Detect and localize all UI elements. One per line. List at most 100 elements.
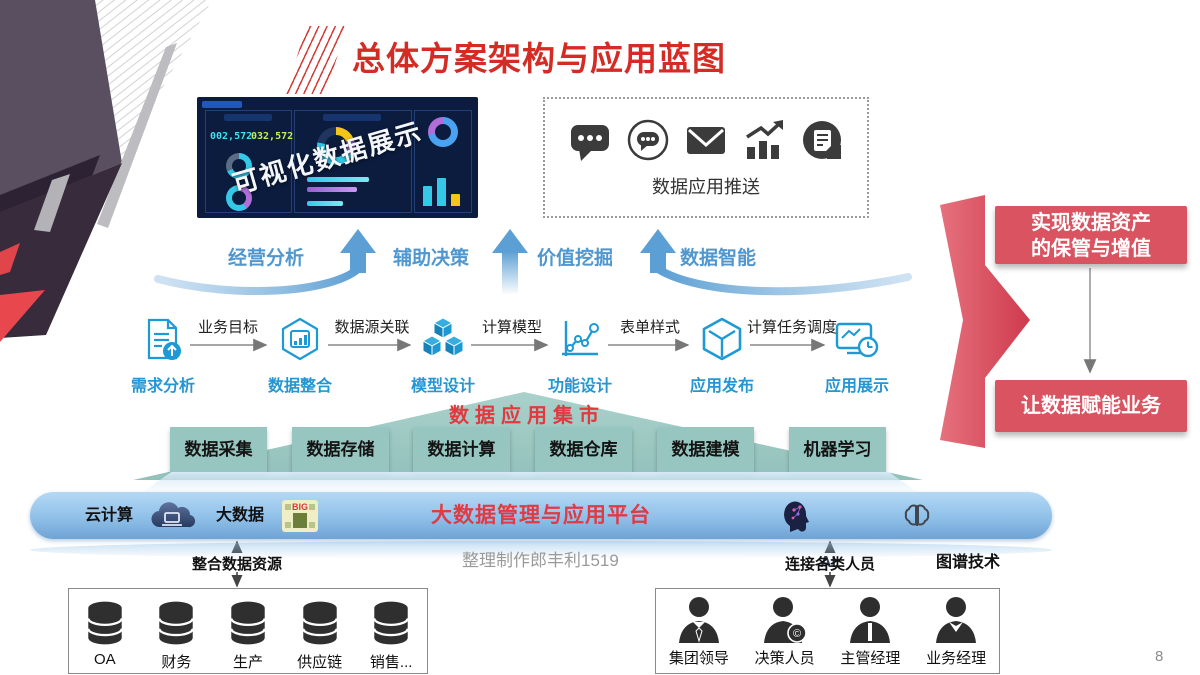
source-item: 生产 — [224, 597, 272, 672]
outcome-label: 经营分析 — [228, 248, 305, 269]
sources-connector-label: 整合数据资源 — [191, 556, 282, 573]
dashboard-metric-left: 002,572 — [210, 131, 253, 142]
function-chart-icon — [562, 321, 599, 356]
module-box: 数据仓库 — [535, 427, 632, 472]
flow-step-model: 模型设计 — [398, 316, 488, 396]
flow-step-integration: 数据整合 — [255, 316, 345, 396]
platform-title: 大数据管理与应用平台 — [431, 504, 651, 527]
platform-reflection — [30, 541, 1052, 559]
source-label: 销售... — [369, 654, 413, 671]
flow-step-requirement: 需求分析 — [118, 316, 208, 396]
person-item: 主管经理 — [840, 595, 900, 668]
bar — [307, 187, 357, 192]
push-panel-label: 数据应用推送 — [652, 177, 760, 197]
transition-label: 计算任务调度 — [746, 319, 838, 336]
source-label: 供应链 — [297, 654, 343, 671]
data-push-panel: 数据应用推送 — [543, 97, 869, 218]
person-label: 决策人员 — [754, 650, 815, 667]
svg-text:©: © — [793, 628, 801, 640]
dashboard-topbar — [202, 101, 242, 108]
module-box: 数据存储 — [292, 427, 389, 472]
database-icon — [86, 601, 123, 645]
sms-icon — [571, 125, 609, 161]
donut-chart — [226, 185, 252, 211]
person-manager-icon — [850, 597, 891, 643]
ai-head-icon — [784, 501, 809, 532]
transition-label: 业务目标 — [197, 319, 259, 336]
source-label: OA — [93, 651, 116, 668]
data-integration-icon — [281, 317, 319, 361]
cloud-label: 云计算 — [85, 507, 134, 524]
goal-chevron-arrow — [940, 195, 1030, 448]
market-glow — [140, 472, 920, 494]
person-item: 业务经理 — [926, 595, 986, 668]
app-display-icon — [835, 322, 879, 358]
person-item: © 决策人员 — [755, 595, 815, 668]
flow-step-label: 功能设计 — [547, 378, 612, 395]
donut-chart — [317, 127, 355, 165]
bar — [451, 194, 460, 206]
flow-step-label: 应用发布 — [689, 378, 754, 395]
source-label: 生产 — [232, 654, 263, 671]
people-panel: 集团领导 © 决策人员 主管经理 业务经理 — [655, 588, 1000, 674]
model-cubes-icon — [421, 317, 465, 357]
goal-box-2: 让数据赋能业务 — [995, 380, 1187, 432]
flow-step-function: 功能设计 — [535, 316, 625, 396]
flow-step-label: 需求分析 — [130, 378, 195, 395]
source-label: 财务 — [161, 654, 192, 671]
person-label: 业务经理 — [926, 650, 987, 667]
database-icon — [301, 601, 338, 645]
market-title: 数据应用集市 — [449, 405, 605, 427]
source-item: 供应链 — [296, 597, 344, 672]
person-label: 主管经理 — [840, 650, 901, 667]
dashboard-panel-left: 002,572 032,572 — [205, 110, 294, 213]
dashboard-panel-right — [414, 110, 472, 213]
database-icon — [158, 601, 195, 645]
module-box: 数据计算 — [413, 427, 510, 472]
flow-step-publish: 应用发布 — [677, 316, 767, 396]
goal-box-1: 实现数据资产 的保管与增值 — [995, 206, 1187, 264]
goal-box-1-line2: 的保管与增值 — [1031, 238, 1151, 260]
transition-label: 数据源关联 — [334, 319, 410, 336]
goal-box-1-line1: 实现数据资产 — [1031, 212, 1151, 234]
data-sources-panel: OA 财务 生产 供应链 — [68, 588, 428, 674]
dashboard-metric-right: 032,572 — [251, 131, 294, 142]
bar — [437, 178, 446, 206]
bigdata-label: 大数据 — [216, 507, 265, 524]
module-box: 机器学习 — [789, 427, 886, 472]
flow-step-label: 数据整合 — [267, 378, 332, 395]
bigdata-icon: BIG — [282, 500, 318, 532]
bar — [423, 186, 432, 206]
transition-label: 计算模型 — [481, 319, 543, 336]
source-item: 销售... — [367, 597, 415, 672]
module-box: 数据采集 — [170, 427, 267, 472]
svg-text:BIG: BIG — [292, 502, 308, 512]
page-number: 8 — [1155, 648, 1164, 665]
chat-bubble-icon — [627, 119, 669, 161]
person-label: 集团领导 — [668, 650, 729, 667]
people-connector-label: 连接各类人员 — [784, 556, 875, 573]
app-publish-icon — [702, 317, 742, 361]
source-item: 财务 — [152, 597, 200, 672]
page-title: 总体方案架构与应用蓝图 — [352, 40, 726, 77]
bar — [307, 201, 343, 206]
dashboard-preview: 002,572 032,572 可视化数据展示 — [197, 97, 478, 218]
title-hatch-decoration — [285, 26, 347, 94]
database-icon — [373, 601, 410, 645]
flow-step-label: 应用展示 — [824, 378, 889, 395]
outcome-label: 数据智能 — [680, 248, 757, 269]
cloud-computing-icon — [151, 502, 196, 528]
person-leader-icon — [678, 597, 719, 643]
person-business-icon — [936, 597, 977, 643]
platform-bar: 云计算 大数据 BIG 大数据管理与应用平台 AI — [30, 492, 1052, 571]
ai-label: AI — [820, 554, 836, 571]
outcome-label: 辅助决策 — [393, 248, 470, 269]
requirement-doc-icon — [147, 318, 181, 360]
transition-label: 表单样式 — [619, 319, 681, 336]
module-box: 数据建模 — [657, 427, 754, 472]
knowledge-graph-icon — [904, 504, 930, 526]
flow-step-label: 模型设计 — [410, 378, 475, 395]
graph-tech-label: 图谱技术 — [936, 554, 1001, 571]
dashboard-panel-middle — [294, 110, 412, 213]
